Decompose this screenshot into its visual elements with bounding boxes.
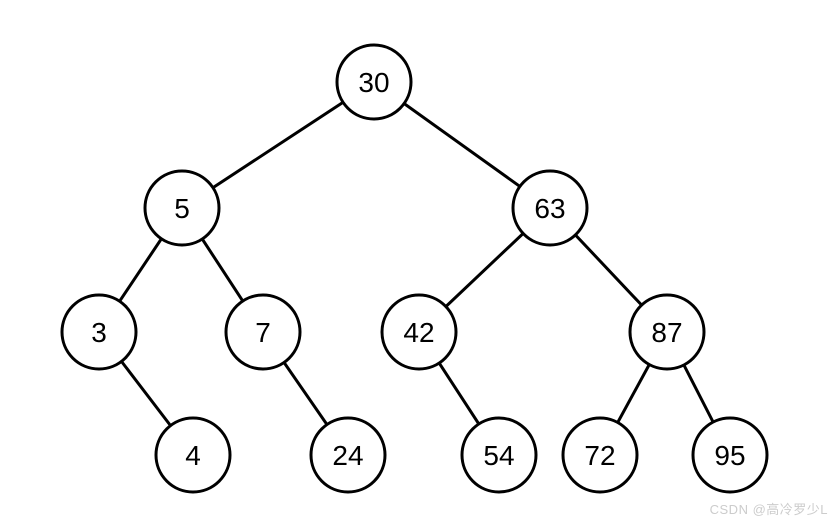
tree-node-circle-63 (511, 169, 589, 247)
tree-node-circle-5 (143, 169, 221, 247)
tree-node-circle-54 (460, 416, 538, 494)
tree-node-3: 3 (60, 293, 138, 371)
tree-node-7: 7 (224, 293, 302, 371)
tree-node-4: 4 (154, 416, 232, 494)
tree-node-87: 87 (628, 293, 706, 371)
tree-node-circle-87 (628, 293, 706, 371)
tree-node-5: 5 (143, 169, 221, 247)
tree-node-label-30: 30 (358, 67, 389, 98)
tree-node-circle-72 (561, 416, 639, 494)
tree-node-label-95: 95 (714, 440, 745, 471)
tree-node-label-4: 4 (185, 440, 201, 471)
tree-node-30: 30 (335, 43, 413, 121)
tree-node-label-54: 54 (483, 440, 514, 471)
tree-node-54: 54 (460, 416, 538, 494)
tree-node-label-72: 72 (584, 440, 615, 471)
tree-node-63: 63 (511, 169, 589, 247)
tree-node-circle-4 (154, 416, 232, 494)
tree-node-72: 72 (561, 416, 639, 494)
tree-node-label-7: 7 (255, 317, 271, 348)
tree-nodes-layer: 30 5 63 3 7 42 87 4 24 54 72 95 (60, 43, 769, 494)
tree-node-24: 24 (309, 416, 387, 494)
tree-node-circle-24 (309, 416, 387, 494)
tree-node-circle-42 (380, 293, 458, 371)
tree-node-circle-95 (691, 416, 769, 494)
tree-node-circle-3 (60, 293, 138, 371)
tree-node-label-42: 42 (403, 317, 434, 348)
tree-node-circle-7 (224, 293, 302, 371)
tree-node-label-24: 24 (332, 440, 363, 471)
tree-edges-layer (97, 80, 732, 457)
tree-node-label-63: 63 (534, 193, 565, 224)
tree-node-95: 95 (691, 416, 769, 494)
tree-node-label-5: 5 (174, 193, 190, 224)
tree-node-label-3: 3 (91, 317, 107, 348)
tree-node-circle-30 (335, 43, 413, 121)
tree-node-label-87: 87 (651, 317, 682, 348)
watermark: CSDN @高冷罗少L (709, 502, 828, 517)
tree-node-42: 42 (380, 293, 458, 371)
